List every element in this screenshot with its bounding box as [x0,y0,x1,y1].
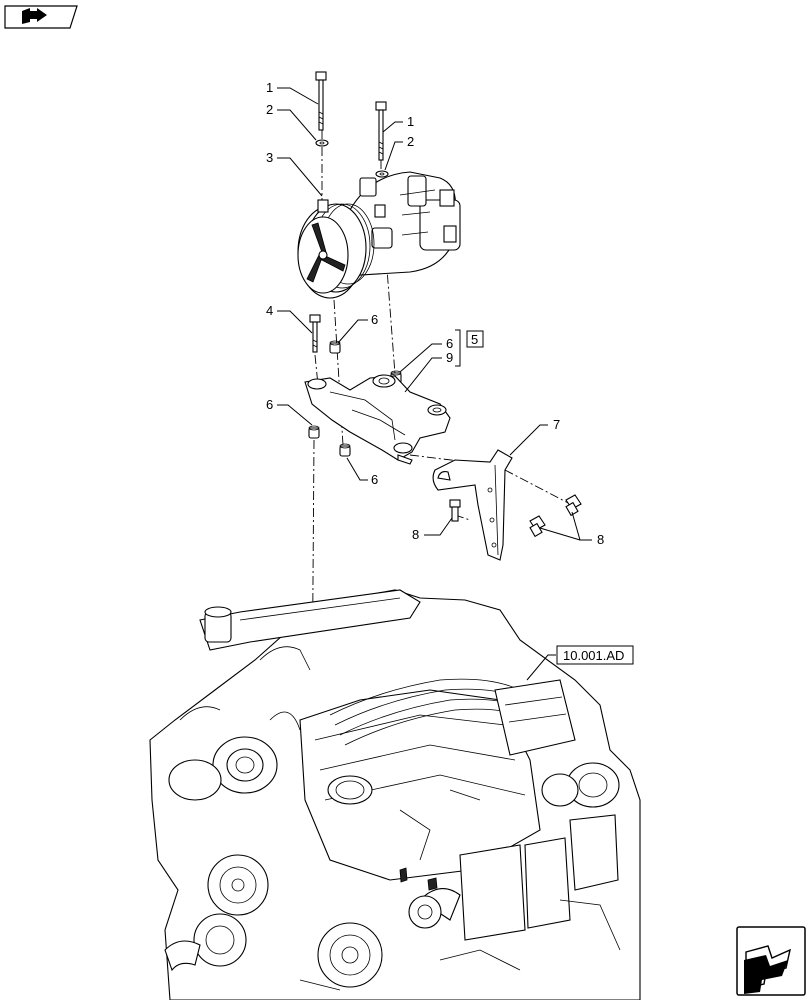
bushing-lower-middle [339,443,351,457]
bolt-short [309,314,321,353]
callout-4: 4 [266,303,273,318]
bushing-upper-left [329,340,341,354]
callout-5: 5 [471,332,478,347]
reference-link-10001ad[interactable]: 10.001.AD [556,645,634,665]
screw-left [449,499,461,522]
screw-right-upper [565,494,582,517]
callout-8-left: 8 [412,527,419,542]
support-plate [432,449,513,561]
leader-lines [277,87,592,681]
callout-6-left: 6 [266,397,273,412]
callout-3: 3 [266,150,273,165]
reference-label: 10.001.AD [563,648,624,663]
callout-6-bracket: 6 [446,336,453,351]
callout-1-right: 1 [407,114,414,129]
engine-assembly [149,589,641,1000]
screw-right-lower [529,515,546,538]
callout-5-box [466,330,484,348]
bolt-long-left [315,71,327,131]
book-arrow-icon[interactable] [4,5,78,29]
callout-9: 9 [446,350,453,365]
callout-2-right: 2 [407,134,414,149]
callout-7: 7 [553,417,560,432]
callout-6-upper: 6 [371,312,378,327]
bushing-lower-left [308,425,320,439]
washer-right [375,170,389,178]
callouts: 1 2 3 1 2 4 6 6 9 5 6 6 7 8 8 [266,80,604,547]
callout-8-right: 8 [597,532,604,547]
callout-1-left: 1 [266,80,273,95]
compressor-bracket [304,374,451,465]
callout-2-left: 2 [266,102,273,117]
next-page-arrow-icon[interactable] [736,926,806,996]
callout-6-lower: 6 [371,472,378,487]
ac-compressor [297,171,461,299]
bolt-long-right [375,101,387,161]
washer-left [315,139,329,147]
